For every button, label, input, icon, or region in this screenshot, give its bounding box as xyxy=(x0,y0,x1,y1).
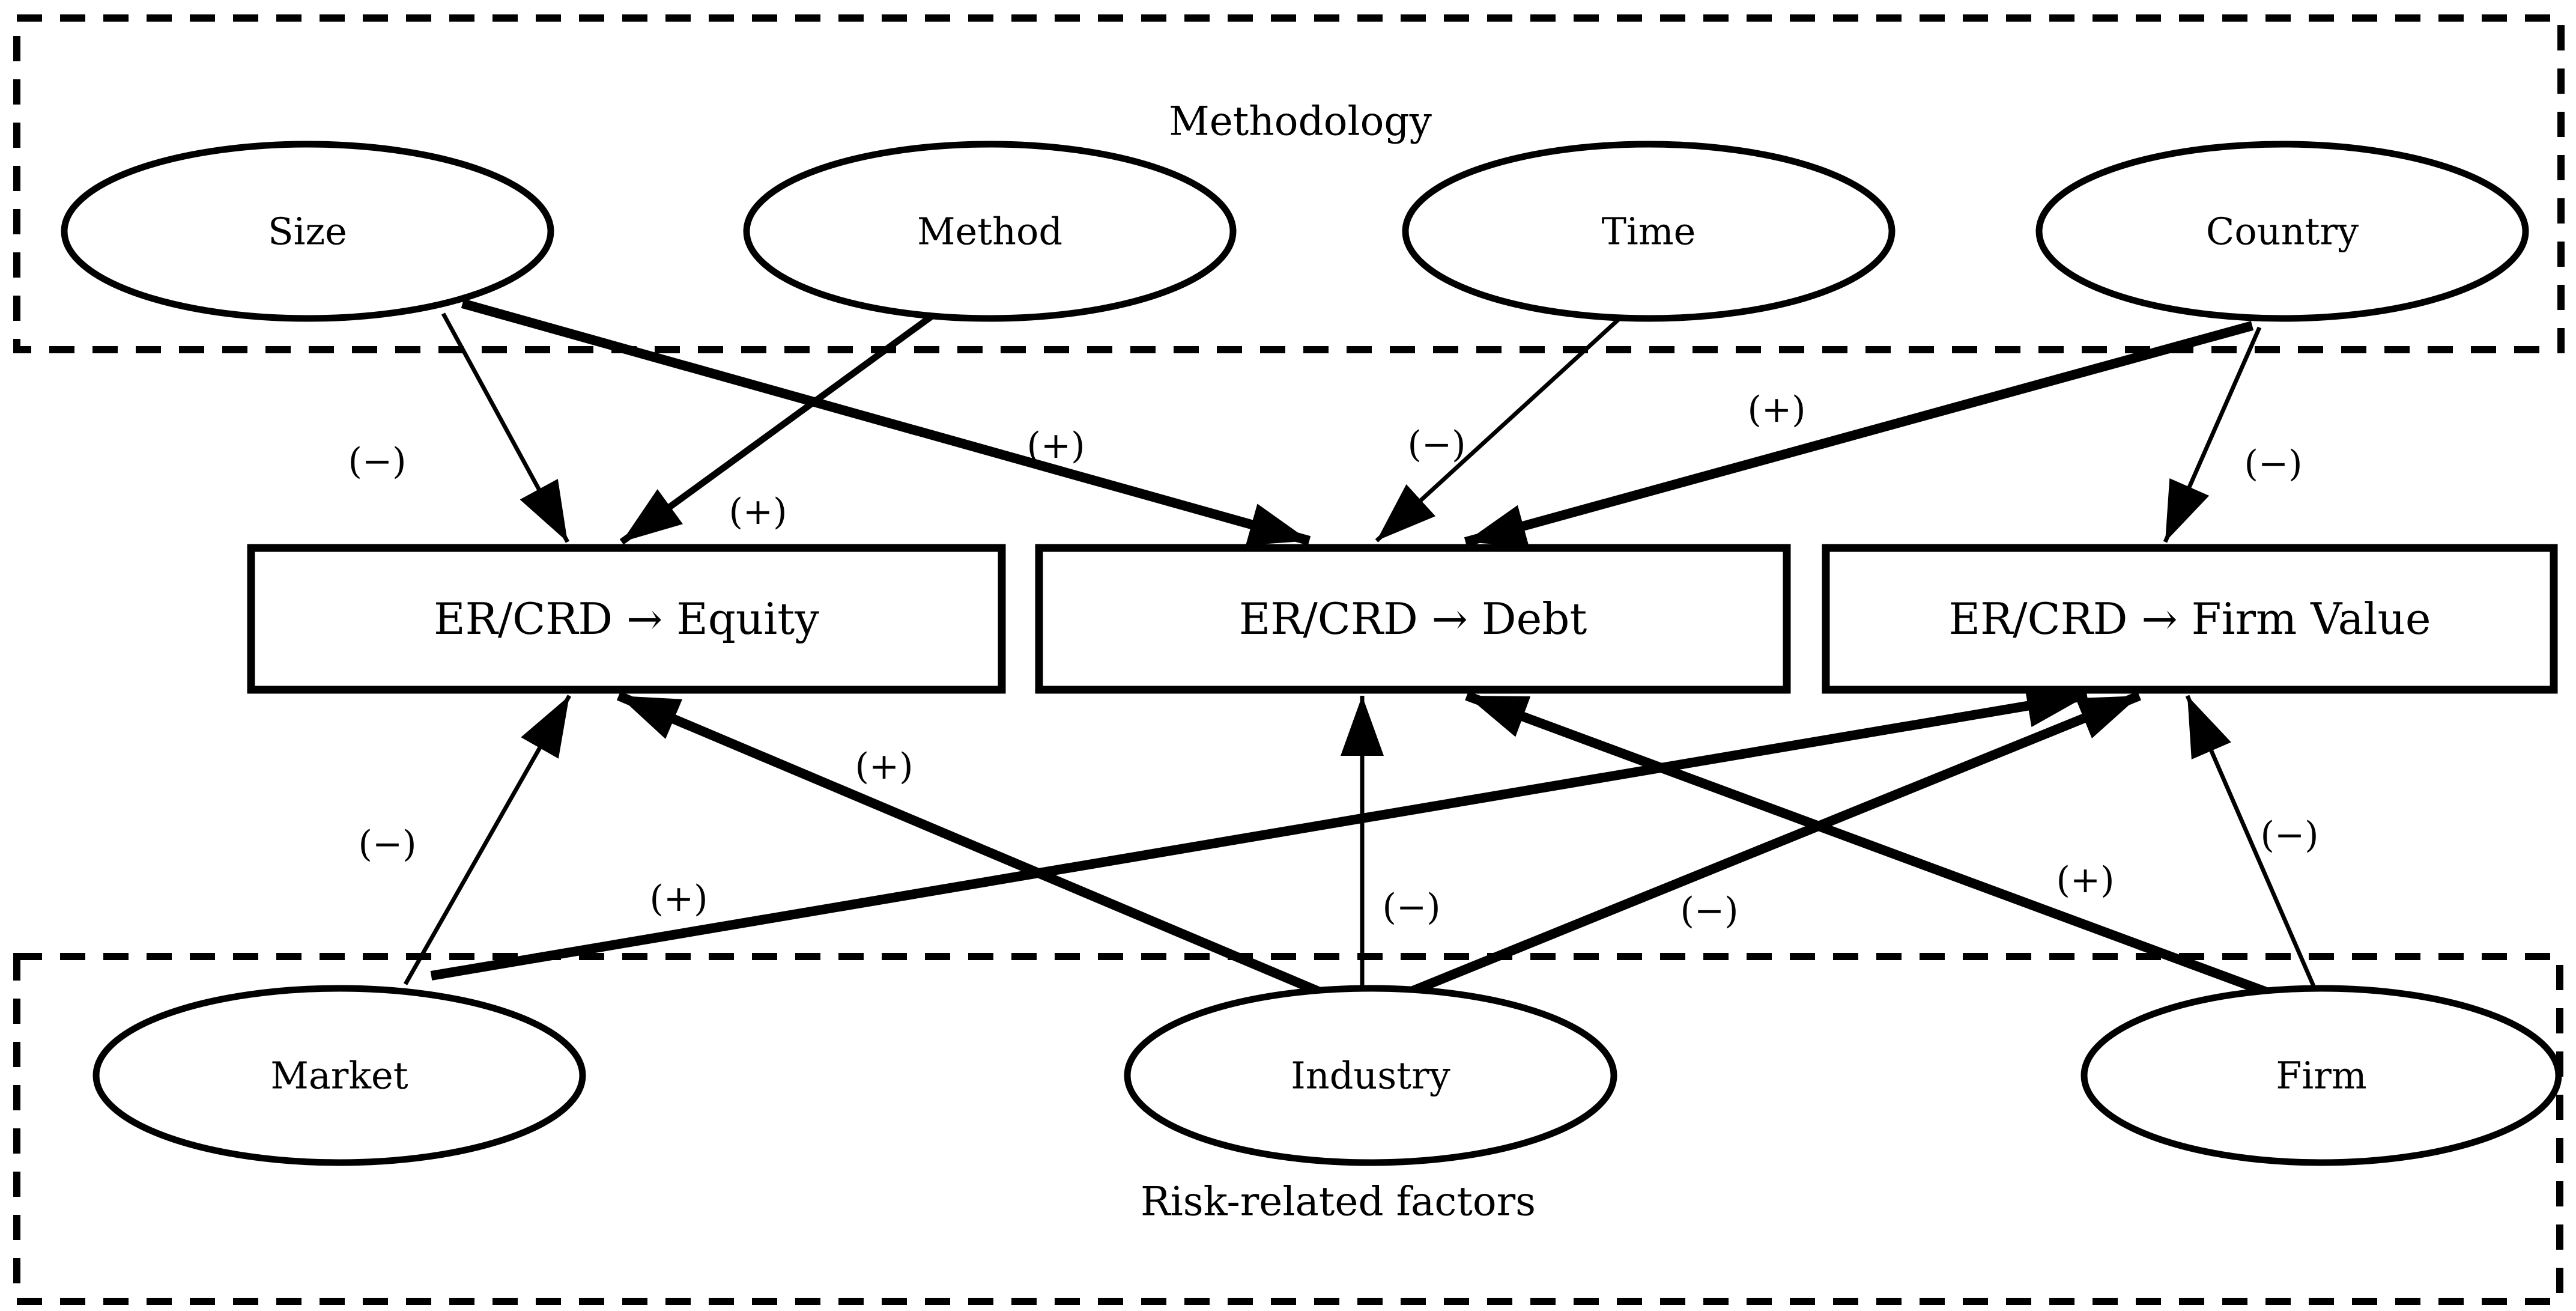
edge-sign-market-to-firm-value: (+) xyxy=(649,878,708,920)
edge-sign-industry-to-debt: (−) xyxy=(1382,886,1440,928)
edge-sign-firm-to-debt: (+) xyxy=(2056,859,2114,901)
edge-sign-size-to-debt: (+) xyxy=(1026,425,1085,467)
node-label-country: Country xyxy=(2206,210,2359,254)
node-label-industry: Industry xyxy=(1291,1054,1450,1098)
node-box-equity xyxy=(247,544,1006,694)
node-ellipse-market xyxy=(92,985,586,1166)
edge-sign-country-to-debt: (+) xyxy=(1747,389,1805,431)
node-label-debt: ER/CRD → Debt xyxy=(1239,594,1587,644)
node-firm-value: ER/CRD → Firm Value xyxy=(1822,544,2558,694)
edge-method-to-equity xyxy=(619,309,939,545)
edge-sign-industry-to-equity: (+) xyxy=(855,746,913,788)
node-industry: Industry xyxy=(1124,985,1617,1166)
node-ellipse-time xyxy=(1402,141,1896,322)
edge-sign-time-to-debt: (−) xyxy=(1407,424,1465,466)
edge-firm-to-debt xyxy=(1465,691,2283,1002)
edge-sign-country-to-firm-value: (−) xyxy=(2244,443,2302,485)
edge-market-to-firm-value xyxy=(430,684,2088,981)
edge-sign-firm-to-firm-value: (−) xyxy=(2260,814,2318,856)
edge-country-to-firm-value xyxy=(2163,326,2262,543)
edge-size-to-debt xyxy=(461,299,1311,546)
node-label-firm: Firm xyxy=(2276,1054,2366,1098)
node-label-time: Time xyxy=(1602,210,1696,254)
node-method: Method xyxy=(743,141,1237,322)
node-box-debt xyxy=(1035,544,1791,694)
node-ellipse-industry xyxy=(1124,985,1617,1166)
edge-industry-to-equity xyxy=(616,691,1324,997)
node-label-size: Size xyxy=(268,210,347,254)
edge-sign-size-to-equity: (−) xyxy=(348,440,406,482)
node-label-firm-value: ER/CRD → Firm Value xyxy=(1948,594,2431,644)
node-size: Size xyxy=(61,141,554,322)
node-country: Country xyxy=(2035,141,2529,322)
edge-industry-to-firm-value xyxy=(1406,691,2142,997)
node-debt: ER/CRD → Debt xyxy=(1035,544,1791,694)
edge-firm-to-firm-value xyxy=(2185,695,2318,991)
node-equity: ER/CRD → Equity xyxy=(247,544,1006,694)
edge-country-to-debt xyxy=(1464,321,2254,547)
edge-sign-industry-to-firm-value: (−) xyxy=(1680,890,1738,932)
node-ellipse-country xyxy=(2035,141,2529,322)
node-ellipse-firm xyxy=(2080,985,2562,1166)
node-market: Market xyxy=(92,985,586,1166)
node-box-firm-value xyxy=(1822,544,2558,694)
edge-size-to-equity xyxy=(441,312,570,543)
edge-market-to-equity xyxy=(403,695,572,985)
node-firm: Firm xyxy=(2080,985,2562,1166)
node-ellipse-method xyxy=(743,141,1237,322)
edge-sign-method-to-equity: (+) xyxy=(729,491,787,533)
node-time: Time xyxy=(1402,141,1896,322)
group-box-risk-related-factors xyxy=(13,953,2563,1305)
group-label-risk-related-factors: Risk-related factors xyxy=(1141,1179,1536,1225)
edge-sign-market-to-equity: (−) xyxy=(358,823,416,865)
node-label-market: Market xyxy=(270,1054,408,1098)
node-label-method: Method xyxy=(917,210,1062,254)
node-ellipse-size xyxy=(61,141,554,322)
group-box-methodology xyxy=(13,14,2565,353)
edge-time-to-debt xyxy=(1375,315,1623,543)
node-label-equity: ER/CRD → Equity xyxy=(434,594,819,644)
group-label-methodology: Methodology xyxy=(1169,99,1432,145)
